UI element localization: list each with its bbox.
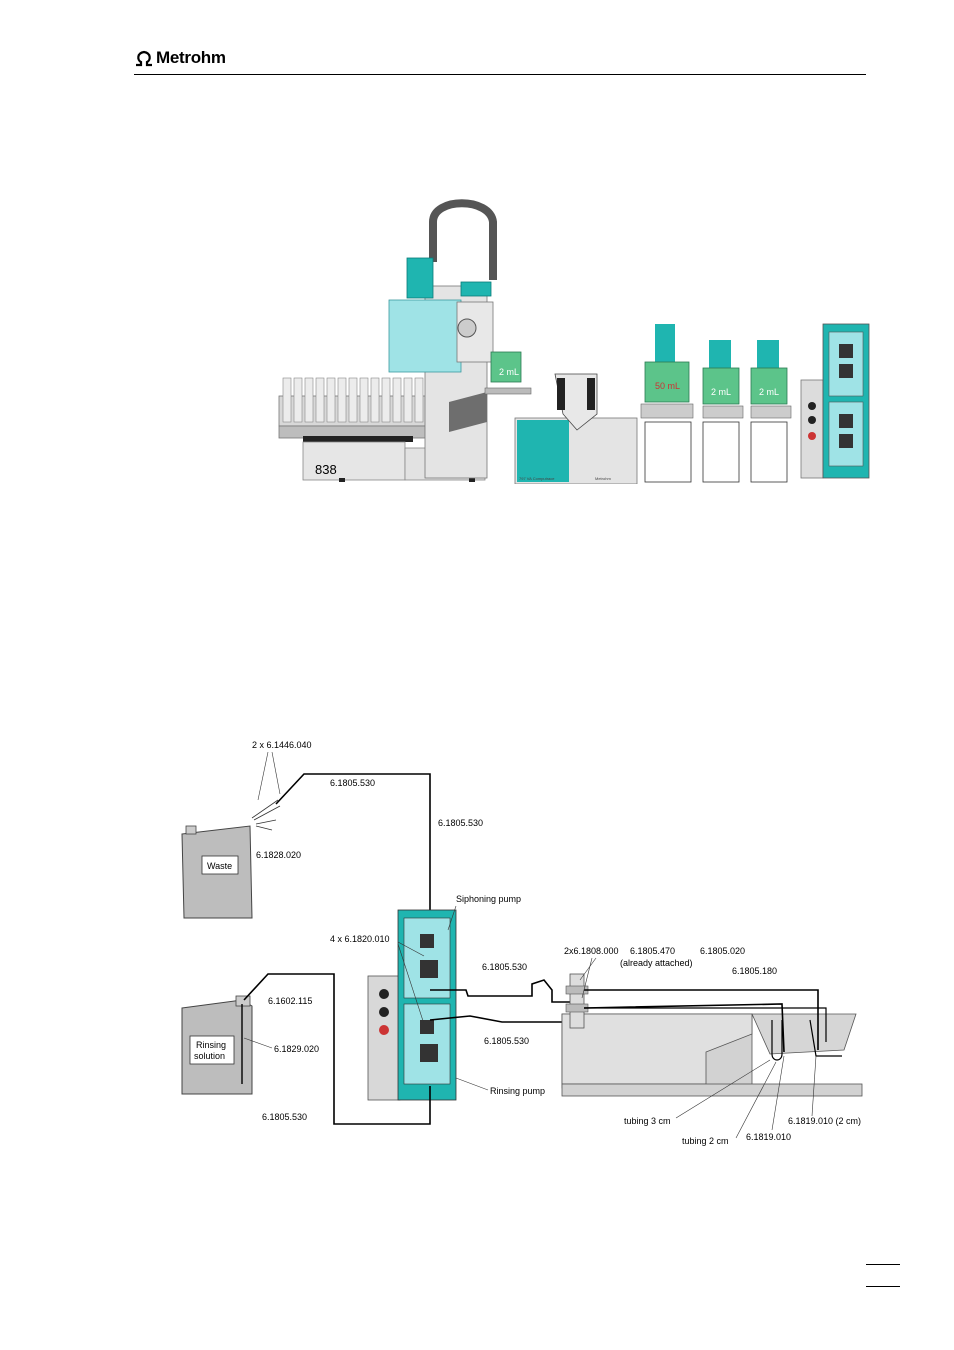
connectors-label: 2x6.1808.000 [564,946,619,956]
waste-cap-label: 6.1828.020 [256,850,301,860]
omega-icon [136,50,152,67]
tube-mid-lower-label: 6.1805.530 [484,1036,529,1046]
tube-mid-upper-label: 6.1805.530 [482,962,527,972]
dosing-bottle-2ml-b: 2 mL [702,340,744,483]
dosing-bottle-2ml-c: 2 mL [750,340,792,483]
dosing-unit-2ml: 2 mL [484,351,532,395]
tube-top-label: 6.1805.530 [330,778,375,788]
instrument-setup-figure: 838 2 mL 797 VA Computrace [278,199,870,484]
page-header: Metrohm [134,46,866,76]
burette-c-label: 2 mL [759,387,779,397]
waste-label: Waste [207,861,232,871]
header-rule [134,74,866,75]
tube-siphon-out [430,979,572,1003]
measuring-stand [561,973,863,1097]
tube-rinse-out [429,1015,574,1023]
sample-tubes [282,377,424,423]
siphoning-pump-label: Siphoning pump [456,894,521,904]
rinsing-line1: Rinsing [196,1040,226,1050]
tube-bottom-label: 6.1805.530 [262,1112,307,1122]
tubing-2cm-label: tubing 2 cm [682,1136,729,1146]
part-010-2cm-label: 6.1819.010 (2 cm) [788,1116,861,1126]
burette-50-label: 50 mL [655,381,680,391]
tube-020-label: 6.1805.020 [700,946,745,956]
tube-470-label: 6.1805.470 [630,946,675,956]
tube-180-label: 6.1805.180 [732,966,777,976]
tubing-3cm-label: tubing 3 cm [624,1116,671,1126]
va-computrace: 797 VA Computrace Metrohm [514,373,638,484]
tube-180 [584,1007,827,1042]
part-010-label: 6.1819.010 [746,1132,791,1142]
waste-canister: Waste [181,825,253,919]
burette-label: 2 mL [499,367,519,377]
pump-unit [367,909,457,1101]
rinse-cap-label: 6.1602.115 [268,996,312,1006]
already-attached-label: (already attached) [620,958,693,968]
tube-waste-line [275,773,431,928]
sampler-tower [388,199,497,479]
rinsing-canister: Rinsing solution [181,995,253,1095]
footer-rule-lower [866,1286,900,1287]
tips-label: 2 x 6.1446.040 [252,740,312,750]
burette-b-label: 2 mL [711,387,731,397]
tube-rinsing-line [243,973,431,1125]
pipette-tips [251,799,281,831]
pump-tubing-label: 4 x 6.1820.010 [330,934,390,944]
rinsing-line2: solution [194,1051,225,1061]
tubing-diagram-figure: Waste 2 x 6.1446.040 6.1828.020 6.1805.5… [181,740,863,1146]
tube-470 [583,1003,785,1053]
va-brand: Metrohm [595,476,611,481]
rinse-tube-label: 6.1829.020 [274,1044,319,1054]
metrohm-logo: Metrohm [134,48,226,68]
brand-name: Metrohm [156,48,226,67]
pump-module [800,323,870,479]
rinsing-pump-label: Rinsing pump [490,1086,545,1096]
sampler-number: 838 [315,462,337,477]
va-caption: 797 VA Computrace [519,476,555,481]
tube-020 [584,989,819,1050]
tube-vertical-label: 6.1805.530 [438,818,483,828]
footer-rule-upper [866,1264,900,1265]
dosing-bottle-50ml: 50 mL [640,324,694,483]
